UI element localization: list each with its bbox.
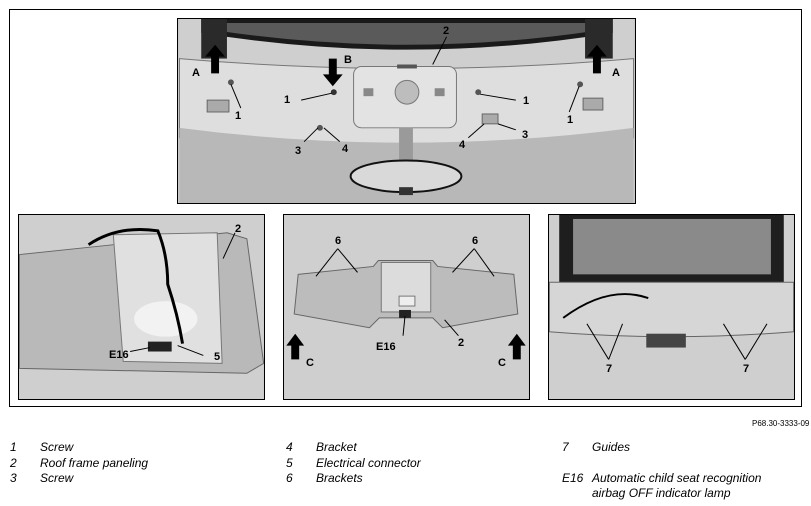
panel-paneling-side: 2 E16 5	[18, 214, 265, 400]
callout-1-b: 1	[284, 94, 291, 106]
callout-a-left: A	[192, 67, 200, 79]
callout-1-d: 1	[567, 114, 574, 126]
callout-7-right: 7	[743, 363, 750, 375]
callout-1-a: 1	[235, 110, 242, 122]
callout-2-mid: 2	[458, 337, 465, 349]
callout-c-left: C	[306, 357, 314, 369]
panel-top-view: 2 A A B 1 1 1 1 3 4 4 3	[177, 18, 636, 204]
callout-a-right: A	[612, 67, 620, 79]
callout-3-b: 3	[522, 129, 529, 141]
paneling-removed-illustration	[284, 215, 529, 399]
callout-2-left: 2	[235, 223, 242, 235]
callout-1-c: 1	[523, 95, 530, 107]
callout-4-b: 4	[459, 139, 466, 151]
callout-c-right: C	[498, 357, 506, 369]
callout-e16-mid: E16	[376, 341, 396, 353]
callout-6-left: 6	[335, 235, 342, 247]
top-view-illustration	[178, 19, 635, 203]
callout-b: B	[344, 54, 352, 66]
callout-3-a: 3	[295, 145, 302, 157]
callout-4-a: 4	[342, 143, 349, 155]
callout-5: 5	[214, 351, 221, 363]
paneling-side-illustration	[19, 215, 264, 399]
callout-2: 2	[443, 25, 450, 37]
callout-7-left: 7	[606, 363, 613, 375]
callout-6-right: 6	[472, 235, 479, 247]
guides-illustration	[549, 215, 794, 399]
callout-e16-left: E16	[109, 349, 129, 361]
figure-reference: P68.30-3333-09	[752, 419, 810, 428]
panel-paneling-removed: 6 6 E16 2 C C	[283, 214, 530, 400]
panel-guides: 7 7	[548, 214, 795, 400]
